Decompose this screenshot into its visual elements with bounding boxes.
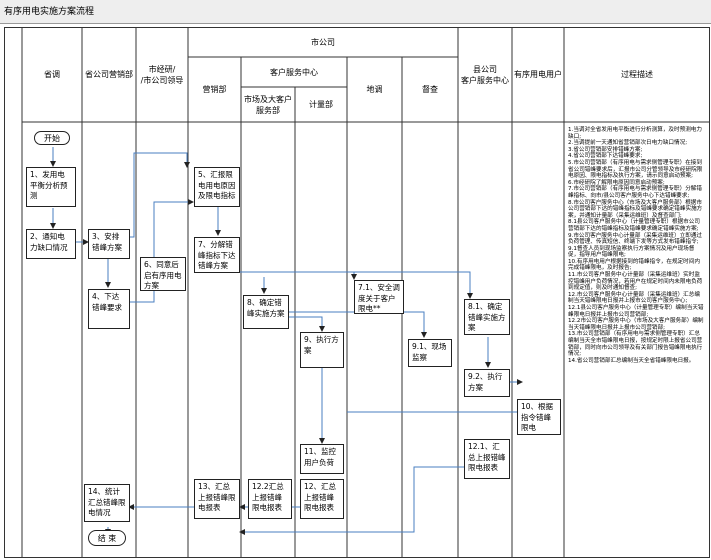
step-10-box: 10、根据指令错峰限电: [517, 399, 561, 435]
step-8-1-box: 8.1、确定错峰实施方案: [464, 299, 510, 335]
step-6-box: 6、同意后启有序用电方案: [140, 257, 186, 291]
process-description: 1.当调对全省发用电平衡进行分析测算，及时预测电力缺口; 2.当调提前一天通知省…: [568, 127, 704, 364]
header-city-leader: 市经研/ /市公司领导: [140, 64, 184, 85]
step-8-box: 8、确定错峰实施方案: [243, 295, 289, 329]
step-9-1-box: 9.1、现场监察: [408, 339, 452, 367]
step-5-box: 5、汇报限电用电原因及限电指标: [194, 167, 240, 207]
header-users: 有序用电用户: [514, 70, 562, 79]
step-7-box: 7、分解错峰指标下达错峰方案: [194, 237, 240, 273]
page-title: 有序用电实施方案流程: [0, 0, 711, 24]
header-marketing: 营销部: [202, 85, 227, 94]
step-9-box: 9、执行方案: [300, 332, 344, 368]
step-3-box: 3、安排错峰方案: [88, 229, 130, 259]
step-12-box: 12、汇总上报错峰限电报表: [300, 479, 344, 519]
process-flowchart: 省调 省公司营销部 市经研/ /市公司领导 市公司 营销部 客户服务中心 市场及…: [4, 27, 710, 558]
step-1-box: 1、发用电平衡分析预测: [26, 167, 76, 207]
step-13-box: 13、汇总上报错峰限电报表: [194, 479, 240, 519]
end-node: 结 束: [88, 530, 126, 546]
step-2-box: 2、通知电力缺口情况: [26, 229, 76, 259]
header-customer-center: 客户服务中心: [270, 67, 318, 77]
header-inspection: 督查: [422, 85, 438, 94]
step-4-box: 4、下达错峰要求: [88, 289, 130, 329]
header-provincial-dispatch: 省调: [44, 70, 60, 79]
header-local-dispatch: 地调: [366, 85, 383, 94]
step-14-box: 14、统计汇总错峰限电情况: [84, 484, 130, 522]
header-provincial-marketing: 省公司营销部: [85, 70, 133, 79]
step-12-1-box: 12.1、汇总上报错峰限电报表: [464, 439, 510, 479]
header-county: 县公司 客户服务中心: [461, 64, 509, 85]
header-market-customer: 市场及大客户 服务部: [244, 94, 292, 115]
start-node: 开始: [34, 131, 70, 145]
grid-and-connectors: [4, 27, 710, 558]
header-description: 过程描述: [621, 70, 653, 79]
step-7-1-box: 7.1、安全调度关于客户限电**: [354, 280, 404, 314]
header-metering: 计量部: [309, 100, 333, 109]
step-11-box: 11、监控用户负荷: [300, 444, 344, 474]
step-12-2-box: 12.2汇总上报错峰限电报表: [248, 479, 292, 519]
step-9-2-box: 9.2、执行方案: [464, 369, 510, 397]
header-city-company: 市公司: [311, 37, 335, 47]
